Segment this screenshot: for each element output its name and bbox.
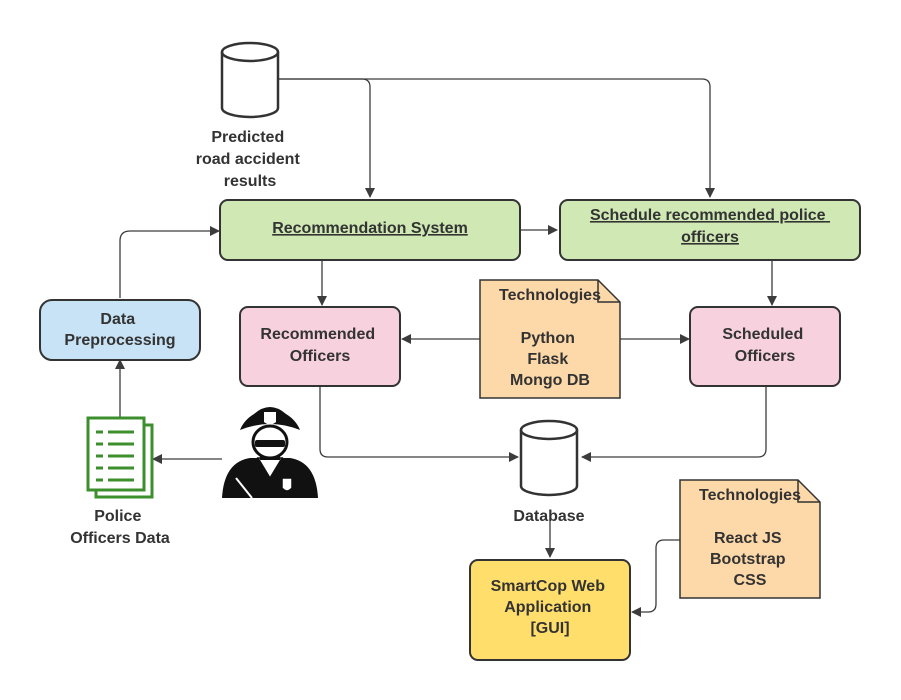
note-fold <box>597 280 620 303</box>
police-data-label: Police Officers Data <box>70 508 170 547</box>
connectors <box>115 78 777 617</box>
database-label: Database <box>513 508 584 525</box>
recommended-officers-label: Recommended Officers <box>260 326 379 365</box>
predicted-results-database: Predicted road accident results <box>196 41 304 190</box>
arrow-recommended-officers-to-database <box>319 386 519 462</box>
web-app-label: SmartCop Web Application [GUI] <box>491 578 610 637</box>
tech-frontend-title: Technologies <box>699 487 801 504</box>
recommendation-system-label: Recommendation System <box>272 220 468 237</box>
tech-backend-list: Python Flask Mongo DB <box>510 330 590 389</box>
arrow-tech-frontend-to-web-app <box>631 539 680 617</box>
police-data-document-icon <box>86 416 154 499</box>
police-officer-icon <box>222 407 318 499</box>
arrow-scheduled-officers-to-database <box>581 386 767 462</box>
document-lines <box>96 430 134 482</box>
database-cylinder: Database <box>513 419 585 525</box>
scheduled-officers-node: Scheduled Officers <box>689 306 841 387</box>
tech-backend-note: Technologies Python Flask Mongo DB <box>479 279 621 399</box>
schedule-officers-label: Schedule recommended police officers <box>590 207 830 246</box>
cylinder-body <box>220 52 280 119</box>
tech-frontend-list: React JS Bootstrap CSS <box>710 530 790 589</box>
arrow-db-to-recommendation <box>279 78 375 198</box>
tech-backend-title: Technologies <box>499 287 601 304</box>
cylinder-top <box>519 419 579 441</box>
arrow-preprocessing-to-recommendation <box>119 226 220 298</box>
scheduled-officers-label: Scheduled Officers <box>722 326 807 365</box>
predicted-results-label: Predicted road accident results <box>196 129 304 190</box>
recommendation-system-node: Recommendation System <box>219 199 521 261</box>
recommended-officers-node: Recommended Officers <box>239 306 401 387</box>
data-preprocessing-node: Data Preprocessing <box>39 299 201 361</box>
schedule-officers-node: Schedule recommended police officers <box>559 199 861 261</box>
web-app-node: SmartCop Web Application [GUI] <box>469 559 631 661</box>
tech-frontend-note: Technologies React JS Bootstrap CSS <box>679 479 821 599</box>
note-fold <box>797 480 820 503</box>
note-shape <box>679 479 821 599</box>
data-preprocessing-label: Data Preprocessing <box>64 311 175 349</box>
cylinder-top <box>220 41 280 63</box>
note-shape <box>479 279 621 399</box>
cylinder-body <box>519 430 579 497</box>
arrow-db-to-schedule <box>279 78 715 198</box>
